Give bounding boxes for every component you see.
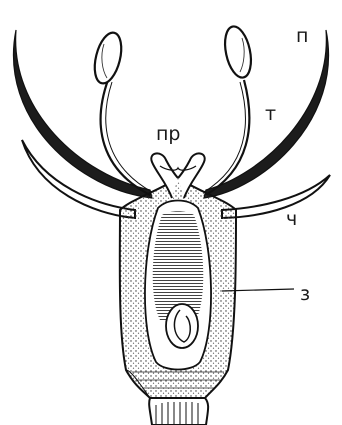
stamen-right (204, 24, 255, 196)
label-ovary: з (300, 283, 310, 305)
petal-left (13, 30, 152, 198)
label-stigma: пр (156, 123, 180, 145)
label-petal: п (296, 25, 308, 47)
stem (149, 398, 208, 425)
anther-left (90, 30, 126, 86)
label-sepal: ч (286, 208, 297, 230)
label-anther: т (265, 103, 276, 125)
sepal-left (22, 140, 135, 218)
anther-right (221, 24, 255, 80)
